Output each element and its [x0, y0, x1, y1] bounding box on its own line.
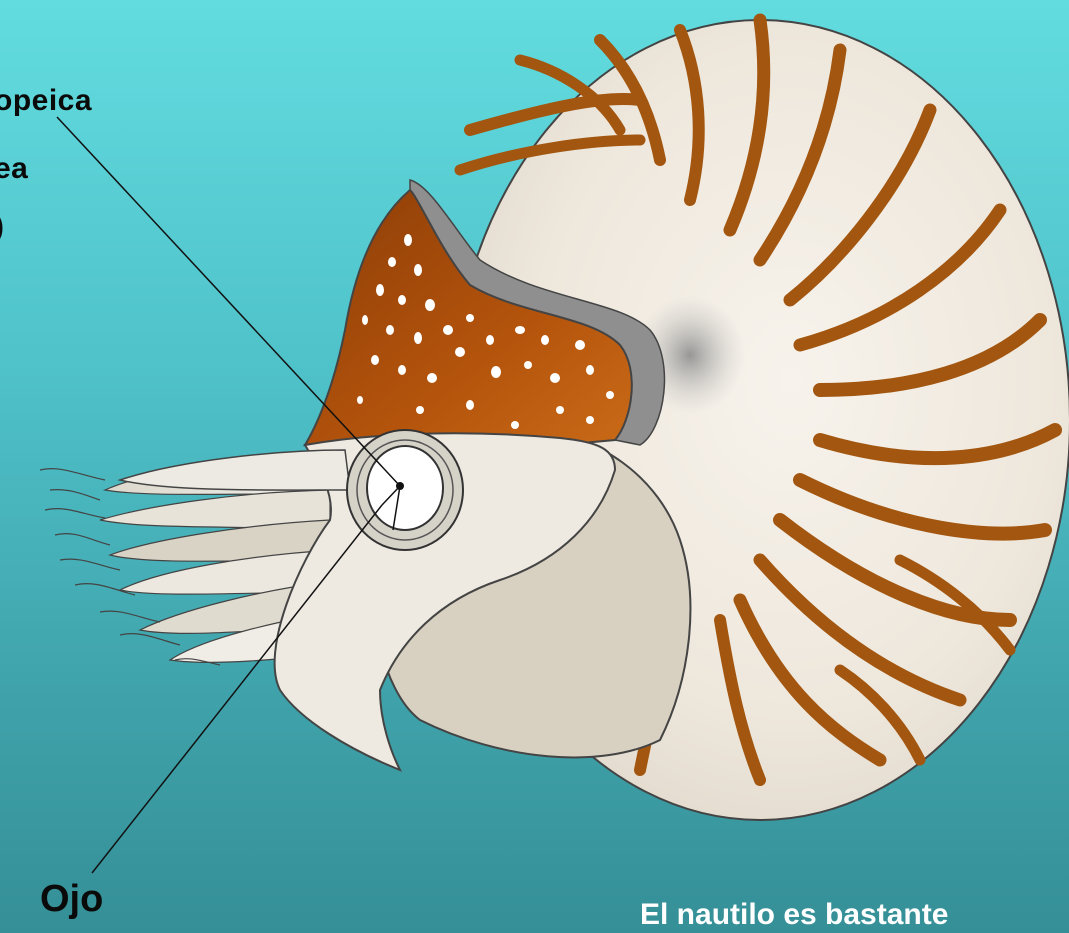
pinhole-eye-label-line3: ) — [0, 210, 4, 244]
pinhole-eye-label-line1: opeica — [0, 84, 92, 118]
caption: El nautilo es bastante — [640, 898, 948, 932]
eye-label: Ojo — [40, 878, 103, 921]
pinhole-eye-label-line2: ea — [0, 152, 28, 186]
